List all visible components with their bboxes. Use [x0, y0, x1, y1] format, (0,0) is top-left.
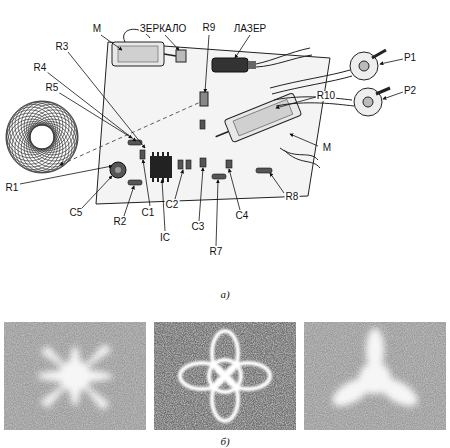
part-label: R2: [113, 217, 128, 227]
mirror: [176, 50, 208, 106]
part-label: R1: [5, 183, 20, 193]
part-label: ЛАЗЕР: [233, 24, 268, 34]
capacitor: [110, 162, 126, 178]
spirograph-figure: [6, 101, 78, 173]
sub-caption: а): [219, 289, 230, 300]
circuit-board: [96, 42, 330, 204]
part-label: P2: [403, 86, 417, 96]
wire: [270, 70, 354, 106]
photo-panel: [4, 322, 146, 430]
part-label: R8: [285, 192, 300, 202]
potentiometer: [350, 50, 386, 80]
part-label: R9: [202, 23, 217, 33]
photo-panel: [304, 322, 446, 430]
part-label: M: [92, 24, 102, 34]
part-label: ЗЕРКАЛО: [139, 24, 187, 34]
leader-line: [20, 35, 403, 246]
part-label: C3: [191, 222, 206, 232]
part-label: IC: [159, 233, 171, 243]
part-label: R5: [45, 83, 60, 93]
sub-caption: б): [219, 436, 230, 447]
part-label: M: [322, 143, 332, 153]
part-label: C5: [69, 208, 84, 218]
part-label: P1: [403, 53, 417, 63]
part-label: C1: [141, 208, 156, 218]
motor: [211, 93, 302, 148]
part-label: R3: [55, 42, 70, 52]
part-label: R7: [209, 247, 224, 257]
potentiometer: [354, 88, 390, 116]
motor: [112, 29, 176, 66]
component: [128, 120, 272, 185]
part-label: C2: [165, 200, 180, 210]
ic-chip: [150, 152, 172, 182]
part-label: R10: [316, 91, 336, 101]
laser-module: [212, 48, 312, 72]
part-label: R4: [33, 63, 48, 73]
part-label: C4: [235, 211, 250, 221]
photo-panel: [154, 322, 296, 430]
